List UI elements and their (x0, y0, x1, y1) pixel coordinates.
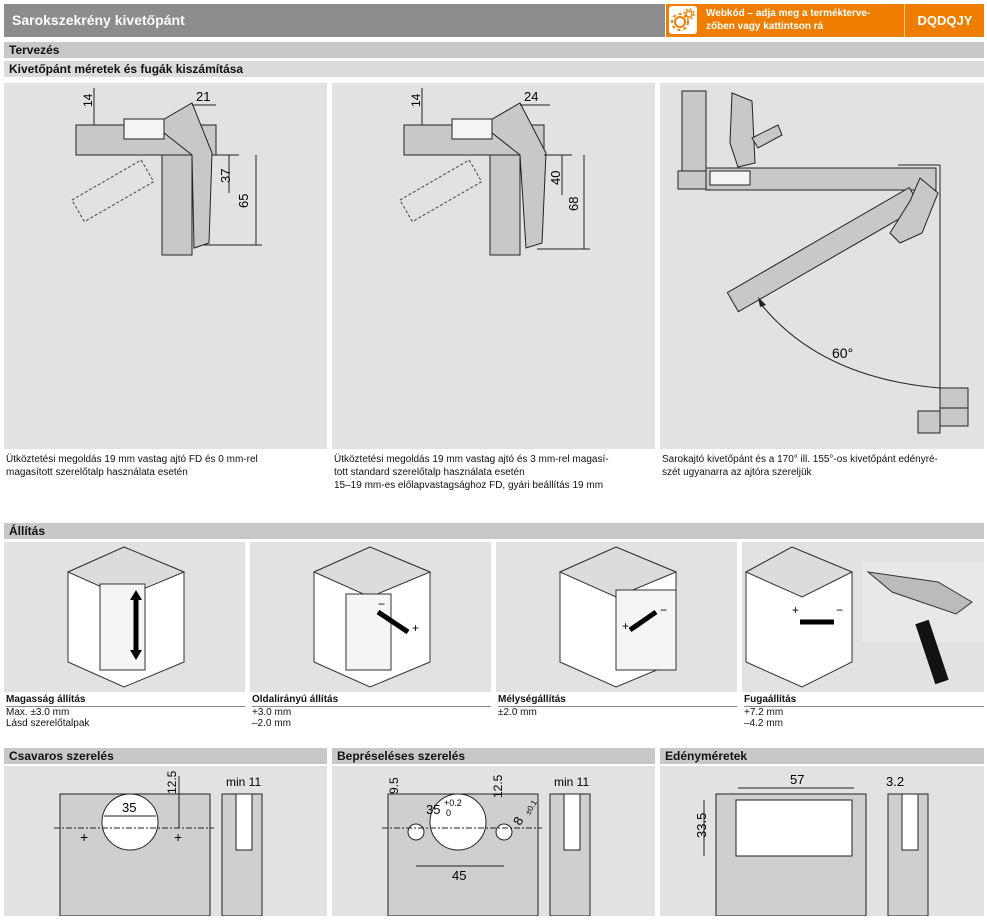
caption-panel-1: Ütköztetési megoldás 19 mm vastag ajtó F… (6, 454, 258, 478)
diagram-panel-1: 14 21 37 65 (4, 83, 327, 449)
dim-68: 68 (566, 197, 581, 211)
dim-45: 45 (452, 868, 466, 883)
dim-24: 24 (524, 89, 538, 104)
dim-12-5: 12.5 (491, 774, 505, 798)
webkod-box[interactable]: Webkód – adja meg a termékterve- zőben v… (666, 4, 984, 37)
dim-14: 14 (409, 93, 423, 107)
section-csavaros: Csavaros szerelés (4, 748, 327, 764)
adjust-image-side: −+ (250, 542, 491, 692)
webkod-text: Webkód – adja meg a termékterve- zőben v… (706, 8, 871, 32)
adjust-image-gap: +− (742, 542, 984, 692)
adjust-image-height (4, 542, 245, 692)
section-edeny: Edényméretek (660, 748, 984, 764)
dim-65: 65 (236, 194, 251, 208)
dim-21: 21 (196, 89, 210, 104)
dim-min-11: min 11 (226, 775, 261, 789)
title-bar: Sarokszekrény kivetőpánt (4, 4, 665, 37)
svg-text:−: − (660, 603, 667, 617)
svg-text:+: + (174, 829, 182, 845)
dim-40: 40 (548, 171, 563, 185)
adjust-image-depth: +− (496, 542, 737, 692)
drawing-csavaros: 35 12.5 + + min 11 (4, 766, 327, 917)
diagram-panel-2: 14 24 40 68 (332, 83, 655, 449)
diagram-panel-3: 60° (660, 83, 984, 449)
dim-3-2: 3.2 (886, 774, 904, 789)
dim-37: 37 (218, 169, 233, 183)
webkod-code[interactable]: DQDQJY (904, 4, 985, 37)
section-bepreseleses: Bepréseléses szerelés (332, 748, 655, 764)
svg-text:+: + (412, 621, 419, 635)
adjust-height: Magasság állítás Max. ±3.0 mm Lásd szere… (6, 694, 245, 729)
dim-57: 57 (790, 772, 804, 787)
adjust-depth: Mélységállítás ±2.0 mm (498, 694, 737, 718)
dim-12-5: 12.5 (165, 770, 179, 794)
subtitle-kivetopant: Kivetőpánt méretek és fugák kiszámítása (4, 61, 984, 77)
dim-35: 35 (122, 800, 136, 815)
dim-35: 35 (426, 802, 440, 817)
svg-text:−: − (836, 603, 843, 617)
caption-panel-2: Ütköztetési megoldás 19 mm vastag ajtó é… (334, 454, 609, 491)
page-title: Sarokszekrény kivetőpánt (12, 12, 185, 28)
drawing-bepreseleses: 35 +0.2 0 9.5 12.5 8 ±0.1 45 min 11 (332, 766, 655, 917)
svg-text:+: + (622, 619, 629, 633)
svg-text:−: − (378, 597, 385, 611)
gear-icon (669, 6, 697, 34)
dim-9-5: 9.5 (387, 777, 401, 794)
angle-60: 60° (832, 345, 853, 361)
dim-33-5: 33.5 (694, 813, 709, 838)
adjust-side: Oldalirányú állítás +3.0 mm –2.0 mm (252, 694, 491, 729)
tol-up: +0.2 (444, 798, 462, 808)
dim-14: 14 (81, 93, 95, 107)
adjust-gap: Fugaállítás +7.2 mm –4.2 mm (744, 694, 984, 729)
svg-text:+: + (80, 829, 88, 845)
section-tervezes: Tervezés (4, 42, 984, 58)
svg-text:+: + (792, 603, 799, 617)
dim-min-11: min 11 (554, 775, 589, 789)
section-allitas: Állítás (4, 523, 984, 539)
tol-dn: 0 (446, 808, 451, 818)
caption-panel-3: Sarokajtó kivetőpánt és a 170° ill. 155°… (662, 454, 938, 478)
drawing-edeny: 57 33.5 3.2 (660, 766, 984, 917)
